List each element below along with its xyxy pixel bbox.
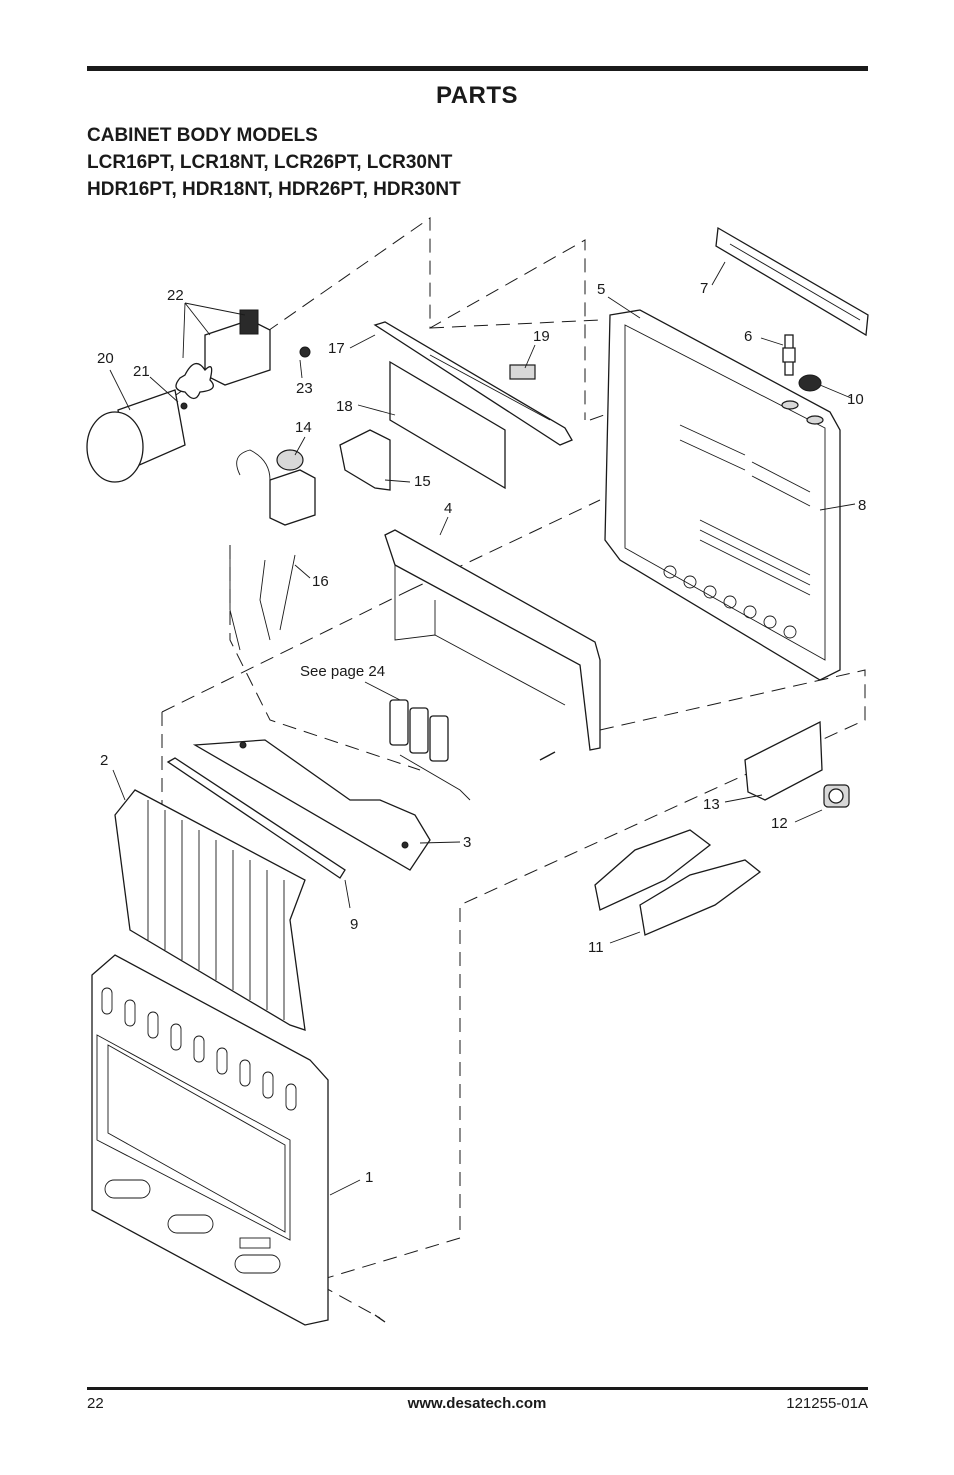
callout-16: 16	[312, 573, 329, 590]
part-12-regulator	[823, 784, 850, 808]
part-9-rail	[166, 757, 346, 879]
callout-18: 18	[336, 398, 353, 415]
part-6-igniter	[782, 334, 796, 376]
callout-14: 14	[295, 419, 312, 436]
part-10-grommet	[798, 374, 822, 392]
callout-21: 21	[133, 363, 150, 380]
part-7-mounting-strip	[715, 226, 869, 337]
callout-2: 2	[100, 752, 108, 769]
burner-assembly	[389, 699, 551, 801]
part-11-logs	[594, 829, 762, 936]
part-14-gas-valve	[236, 449, 316, 526]
callout-17: 17	[328, 340, 345, 357]
subheading-hdr-models: HDR16PT, HDR18NT, HDR26PT, HDR30NT	[87, 179, 461, 200]
part-22-23-fan-motor	[175, 309, 311, 400]
part-16-tubing	[229, 545, 296, 651]
callout-22: 22	[167, 287, 184, 304]
callout-19: 19	[533, 328, 550, 345]
callout-13: 13	[703, 796, 720, 813]
website-link[interactable]: www.desatech.com	[407, 1395, 547, 1412]
document-number: 121255-01A	[786, 1395, 868, 1412]
part-20-blower-housing	[86, 389, 188, 483]
screws	[374, 751, 556, 1323]
callout-20: 20	[97, 350, 114, 367]
callout-5: 5	[597, 281, 605, 298]
page-number: 22	[87, 1395, 104, 1412]
callout-7: 7	[700, 280, 708, 297]
callout-8: 8	[858, 497, 866, 514]
subheading-cabinet: CABINET BODY MODELS	[87, 125, 318, 146]
part-3-burner-tray	[192, 739, 431, 871]
callout-15: 15	[414, 473, 431, 490]
part-13-bracket	[744, 720, 823, 801]
callout-12: 12	[771, 815, 788, 832]
bottom-rule	[87, 1387, 868, 1390]
part-1-front-cover	[91, 954, 329, 1326]
callout-10: 10	[847, 391, 864, 408]
callout-3: 3	[463, 834, 471, 851]
leader-lines	[109, 261, 856, 1196]
callout-4: 4	[444, 500, 452, 517]
exploded-parts-diagram: 1 2 3 4 5 6 7 8 9 10 11 12 13 14 15 16 1…	[86, 217, 869, 1326]
see-page-note: See page 24	[300, 663, 385, 680]
callout-11: 11	[588, 939, 604, 956]
top-rule	[87, 66, 868, 71]
page-title: PARTS	[435, 82, 519, 109]
callout-9: 9	[350, 916, 358, 933]
callout-6: 6	[744, 328, 752, 345]
callout-1: 1	[365, 1169, 373, 1186]
part-4-burner-box	[384, 529, 601, 751]
part-2-radiants	[114, 789, 306, 1031]
part-17-18-19-shield-assembly	[373, 321, 573, 490]
callout-23: 23	[296, 380, 313, 397]
subheading-lcr-models: LCR16PT, LCR18NT, LCR26PT, LCR30NT	[87, 152, 453, 173]
part-15-bracket	[339, 429, 391, 491]
part-5-back-cabinet	[604, 309, 841, 681]
